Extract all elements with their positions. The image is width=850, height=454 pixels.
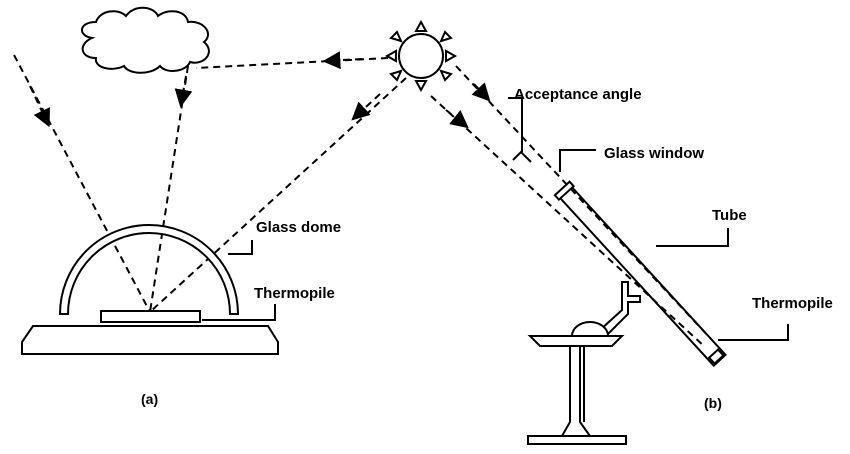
stand-post — [560, 345, 592, 437]
leader-glass-dome — [228, 240, 253, 255]
stand-foot — [527, 435, 627, 445]
leader-thermopile-a — [202, 304, 276, 321]
leader-thermopile-b — [718, 324, 789, 341]
pivot-dome — [570, 321, 610, 337]
leader-tube — [656, 228, 729, 247]
leader-glass-window — [559, 149, 596, 172]
ray-b-lower — [430, 95, 705, 347]
pyrheliometer-tube — [553, 180, 727, 368]
glass-window — [553, 180, 576, 202]
radiation-rays-a — [13, 51, 407, 313]
ray-sky-diffuse — [13, 54, 151, 313]
ray-direct-beam — [149, 77, 407, 313]
label-glass-window: Glass window — [604, 145, 704, 162]
label-thermopile-b: Thermopile — [752, 295, 833, 312]
pyrheliometer-stand — [527, 281, 641, 445]
leader-acceptance-angle — [508, 97, 523, 152]
tube-bracket — [598, 281, 641, 338]
ray-cloud-reflected — [149, 65, 189, 313]
sun-icon — [384, 19, 458, 93]
cloud-icon — [81, 6, 210, 74]
caption-b: (b) — [704, 395, 722, 411]
stand-table — [527, 335, 625, 347]
thermopile-b-sensor — [707, 348, 725, 365]
ray-sun-to-cloud — [195, 57, 389, 69]
ray-b-lower-arrow — [445, 109, 469, 129]
thermopile-plate — [100, 310, 201, 323]
label-thermopile-a: Thermopile — [254, 285, 335, 302]
label-tube: Tube — [712, 207, 747, 224]
label-glass-dome: Glass dome — [256, 219, 341, 236]
ray-sky-arrow — [29, 85, 50, 128]
ray-cloud-arrow — [174, 75, 193, 108]
acceptance-angle-bracket — [512, 150, 532, 163]
caption-a: (a) — [141, 391, 158, 407]
radiation-rays-b — [430, 65, 713, 347]
glass-dome — [58, 224, 240, 315]
pyranometer-base — [21, 325, 279, 355]
ray-sun-cloud-arrow — [322, 51, 363, 70]
label-acceptance-angle: Acceptance angle — [514, 86, 642, 103]
ray-b-upper-arrow — [471, 82, 491, 102]
ray-direct-arrow — [351, 93, 381, 121]
